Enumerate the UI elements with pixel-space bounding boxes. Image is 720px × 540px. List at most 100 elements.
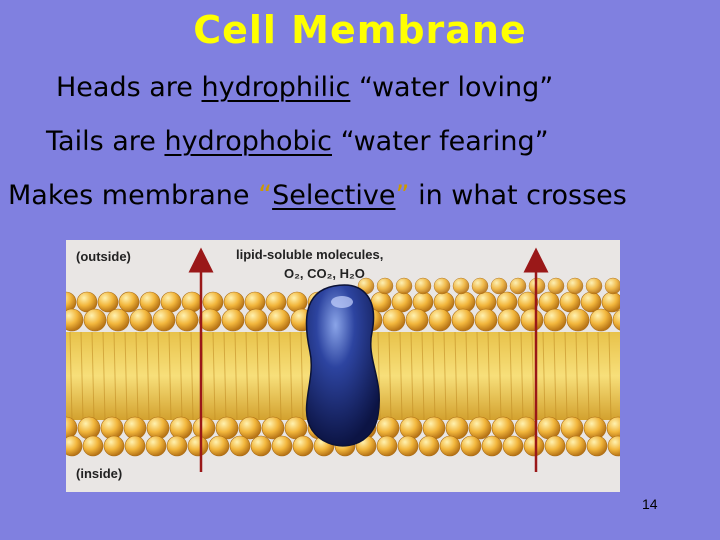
lipid-head [83,308,107,332]
lipid-head [152,308,176,332]
lipid-tail [212,331,216,421]
line1-suffix: “water loving” [350,72,554,103]
lipid-head [523,435,545,457]
lipid-tail [586,331,590,421]
lipid-tail [113,331,117,421]
lipid-head [370,291,392,313]
lipid-tail [256,331,260,421]
slide-title: Cell Membrane [193,8,527,52]
lipid-head [106,308,130,332]
lipid-head [100,416,124,440]
lipid-head [514,416,538,440]
lipid-head [292,435,314,457]
lipid-head [146,416,170,440]
lipid-tail [498,331,502,421]
lipid-tail [520,331,524,421]
lipid-tail [201,331,205,421]
lipid-head [97,291,119,313]
lipid-head [405,308,429,332]
lipid-head [580,291,602,313]
lipid-tail [509,331,513,421]
lipid-head [397,435,419,457]
lipid-head [537,416,561,440]
lipid-head [238,416,262,440]
lipid-head [468,416,492,440]
lipid-tail [388,331,392,421]
lipid-tail [443,331,447,421]
lipid-head [265,291,287,313]
lipid-head [497,308,521,332]
lipid-tail [157,331,161,421]
lipid-head [433,291,455,313]
lipid-head [520,308,544,332]
lipid-head [129,308,153,332]
lipid-tail [190,331,194,421]
lipid-tail [454,331,458,421]
lipid-head [261,416,285,440]
page-number: 14 [642,496,658,512]
lipid-head [145,435,167,457]
lipid-tail [432,331,436,421]
lipid-head [509,277,527,295]
lipid-head [490,277,508,295]
lipid-head [560,416,584,440]
lipid-head [66,308,84,332]
lipid-head [376,435,398,457]
label-outside: (outside) [76,249,131,264]
lipid-tail [234,331,238,421]
label-formulas: O₂, CO₂, H₂O [284,266,365,281]
lipid-head [215,416,239,440]
lipid-tail [267,331,271,421]
lipid-head [139,291,161,313]
lipid-head [118,291,140,313]
lipid-head [589,308,613,332]
lipid-head [169,416,193,440]
lipid-head [66,416,78,440]
lipid-tail [146,331,150,421]
lipid-head [192,416,216,440]
open-quote: “ [258,180,273,211]
lipid-head [198,308,222,332]
lipid-head [471,277,489,295]
lipid-head [544,435,566,457]
lipid-head [604,277,620,295]
lipid-head [433,277,451,295]
lipid-head [221,308,245,332]
protein-highlight [331,296,353,308]
lipid-tail [102,331,106,421]
lipid-tail [300,331,304,421]
lipid-head [382,308,406,332]
lipid-head [502,435,524,457]
lipid-head [267,308,291,332]
lipid-head [399,416,423,440]
line2-suffix: “water fearing” [331,126,549,157]
close-quote: ” [395,180,410,211]
lipid-head [474,308,498,332]
lipid-head [208,435,230,457]
lipid-tail [223,331,227,421]
lipid-head [565,435,587,457]
lipid-tail [542,331,546,421]
label-inside: (inside) [76,466,122,481]
lipid-head [566,277,584,295]
lipid-head [376,416,400,440]
lipid-head [175,308,199,332]
lipid-head [202,291,224,313]
lipid-head [612,309,620,331]
lipid-head [607,435,620,457]
lipid-head [586,435,608,457]
text-line-selective: Makes membrane “Selective” in what cross… [8,180,627,211]
lipid-head [76,291,98,313]
line2-prefix: Tails are [46,126,165,157]
lipid-tail [399,331,403,421]
membrane-svg: (outside) lipid-soluble molecules, O₂, C… [66,247,620,481]
lipid-head [566,308,590,332]
lipid-tail [124,331,128,421]
lipid-head [284,416,308,440]
lipid-tail [553,331,557,421]
lipid-head [583,416,607,440]
lipid-head [585,277,603,295]
label-molecules: lipid-soluble molecules, [236,247,383,262]
lipid-head [547,277,565,295]
lipid-tail [135,331,139,421]
